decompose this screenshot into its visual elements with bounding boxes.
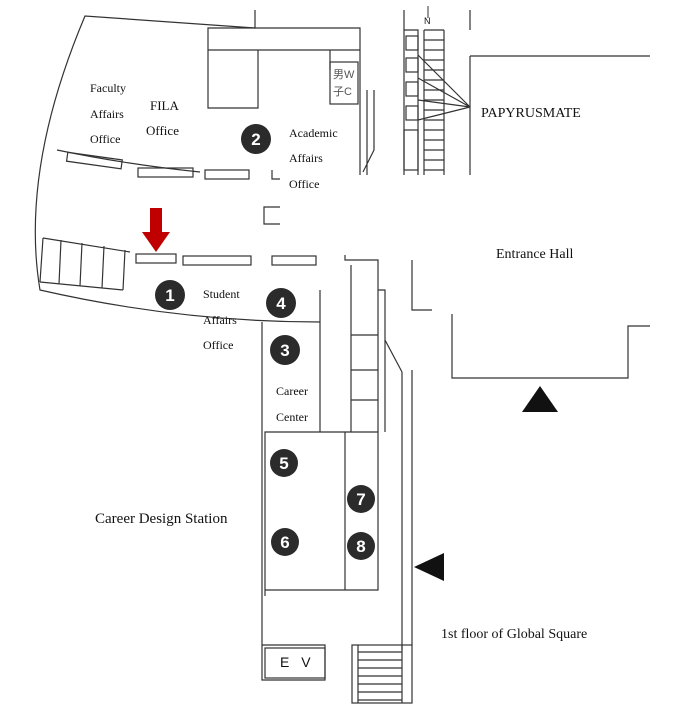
student-affairs-label: Office	[203, 338, 234, 352]
badge-3: 3	[270, 335, 300, 365]
south-stairs	[351, 644, 413, 704]
red-down-arrow-icon	[142, 208, 170, 252]
fila-office-label: FILA	[150, 98, 179, 113]
badge-2: 2	[241, 124, 271, 154]
academic-affairs-label: Office	[289, 177, 320, 191]
pillar	[263, 206, 280, 225]
restroom-box	[329, 61, 359, 105]
elevator-label: E V	[280, 654, 315, 670]
career-center-room	[264, 290, 379, 596]
badge-6: 6	[271, 528, 299, 556]
south-corridor	[344, 255, 432, 650]
career-design-station-label: Career Design Station	[95, 511, 228, 527]
svg-text:1: 1	[165, 286, 174, 305]
badge-8: 8	[347, 532, 375, 560]
academic-affairs-label: Academic	[289, 126, 338, 140]
restroom-door	[362, 90, 375, 175]
student-affairs-label: Student	[203, 287, 240, 301]
desk	[182, 255, 252, 266]
svg-text:6: 6	[280, 533, 289, 552]
papyrusmate-pointers	[417, 54, 471, 121]
svg-text:5: 5	[279, 454, 288, 473]
career-center-label: Career	[276, 384, 308, 398]
lockers	[39, 237, 131, 291]
fila-office-label: Office	[146, 123, 179, 138]
entrance-stage	[451, 314, 650, 379]
restroom-label: 男W	[333, 69, 355, 81]
svg-text:3: 3	[280, 341, 289, 360]
desk	[135, 253, 177, 264]
faculty-affairs-label: Faculty	[90, 81, 126, 95]
career-design-station-walls	[261, 322, 326, 681]
entrance-hall-label: Entrance Hall	[496, 247, 574, 262]
svg-text:4: 4	[276, 294, 286, 313]
elevator-box	[264, 647, 326, 679]
badge-5: 5	[270, 449, 298, 477]
svg-text:2: 2	[251, 130, 260, 149]
global-square-label: 1st floor of Global Square	[441, 627, 588, 642]
desk	[65, 151, 123, 170]
west-wall	[34, 10, 321, 323]
student-affairs-label: Affairs	[203, 313, 237, 327]
black-triangle-icon	[522, 386, 558, 412]
black-triangle-icon	[414, 553, 444, 581]
restroom-label: 子C	[333, 86, 352, 98]
faculty-affairs-label: Office	[90, 132, 121, 146]
desk	[271, 255, 317, 266]
svg-text:8: 8	[356, 537, 365, 556]
desk	[137, 167, 194, 178]
career-center-label: Center	[276, 410, 308, 424]
faculty-affairs-label: Affairs	[90, 107, 124, 121]
desk	[204, 169, 250, 180]
door-frame	[271, 170, 280, 180]
academic-affairs-label: Affairs	[289, 151, 323, 165]
north-stairs	[403, 10, 650, 175]
svg-text:7: 7	[356, 490, 365, 509]
badge-1: 1	[155, 280, 185, 310]
upper-room	[207, 27, 361, 175]
badge-7: 7	[347, 485, 375, 513]
papyrusmate-label: PAPYRUSMATE	[481, 106, 581, 121]
badge-4: 4	[266, 288, 296, 318]
north-label: N	[424, 16, 431, 26]
